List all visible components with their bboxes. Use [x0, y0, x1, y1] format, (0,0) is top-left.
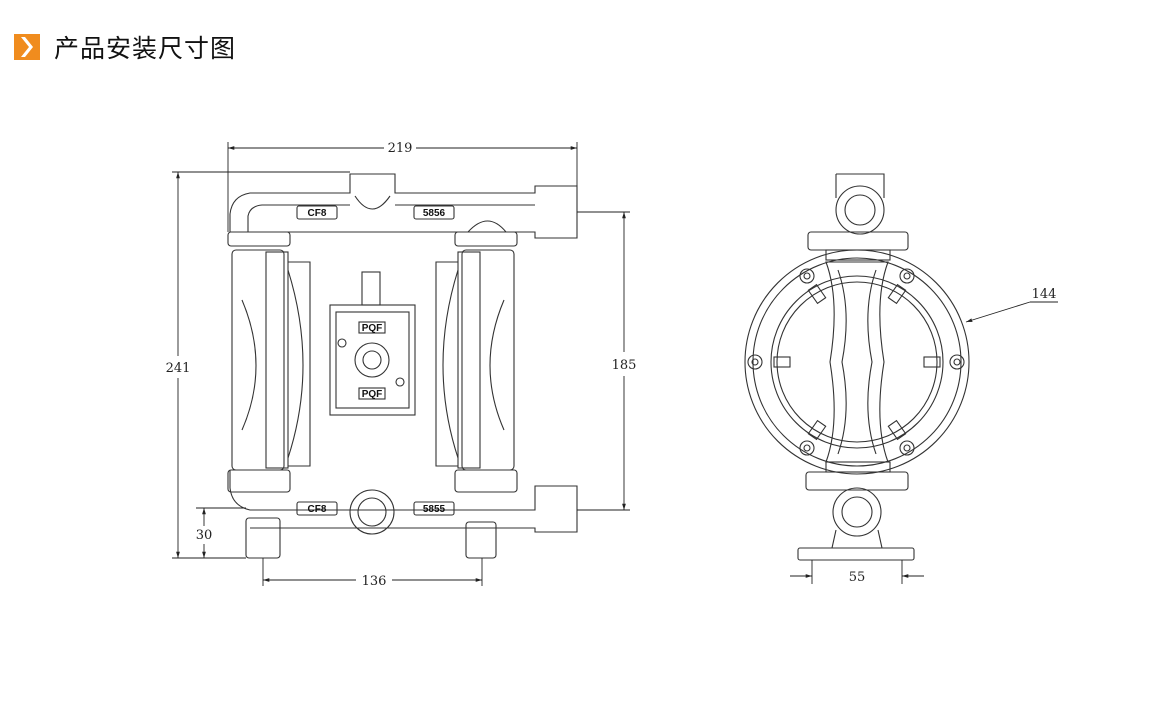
side-dimensions — [790, 301, 1058, 584]
center-tag-bottom: PQF — [362, 389, 383, 400]
bottom-left-tag: CF8 — [308, 504, 327, 515]
dim-foot-spacing: 136 — [362, 574, 387, 589]
page-title: 产品安装尺寸图 — [54, 34, 237, 63]
section-header: 产品安装尺寸图 — [14, 30, 236, 64]
dim-port-spacing: 185 — [612, 358, 637, 373]
dim-base-width: 55 — [849, 570, 866, 585]
bottom-right-tag: 5855 — [423, 504, 446, 515]
dim-base-height: 30 — [196, 528, 213, 543]
chevron-right-icon — [14, 34, 40, 60]
dim-overall-width: 219 — [388, 141, 413, 156]
top-left-tag: CF8 — [308, 208, 327, 219]
side-view — [744, 173, 970, 561]
front-view — [227, 173, 578, 559]
dim-overall-height: 241 — [166, 361, 191, 376]
dim-diameter: 144 — [1032, 287, 1057, 302]
center-tag-top: PQF — [362, 323, 383, 334]
top-right-tag: 5856 — [423, 208, 446, 219]
front-dimensions — [172, 142, 630, 586]
